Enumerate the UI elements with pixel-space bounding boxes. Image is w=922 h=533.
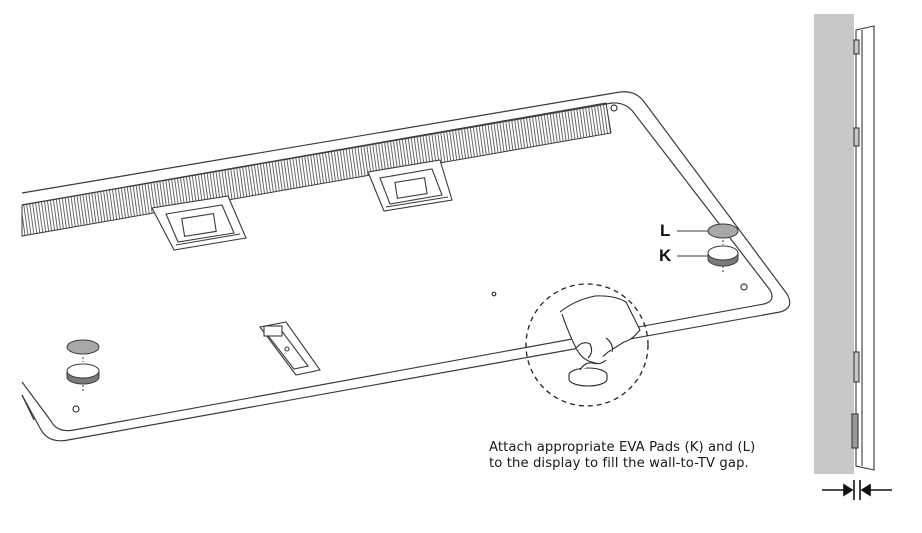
mount-bracket-left (151, 195, 247, 251)
eva-pad-right (677, 223, 739, 274)
hand-illustration (559, 295, 641, 387)
caption-line-1: Attach appropriate EVA Pads (K) and (L) (489, 440, 756, 455)
vent-grille (21, 102, 612, 237)
eva-pad-left (66, 339, 100, 392)
tv-side-profile (851, 25, 875, 471)
pad-label-k: K (659, 246, 672, 265)
stand-bracket (259, 321, 321, 376)
gap-indicator (822, 480, 892, 500)
tv-back-panel (21, 91, 791, 442)
wall-side-view (814, 14, 854, 474)
caption-line-2: to the display to fill the wall-to-TV ga… (489, 456, 749, 471)
detail-callout (525, 283, 649, 407)
instruction-caption: Attach appropriate EVA Pads (K) and (L) … (489, 440, 809, 472)
pad-label-l: L (660, 221, 671, 240)
mount-bracket-right (367, 159, 453, 212)
